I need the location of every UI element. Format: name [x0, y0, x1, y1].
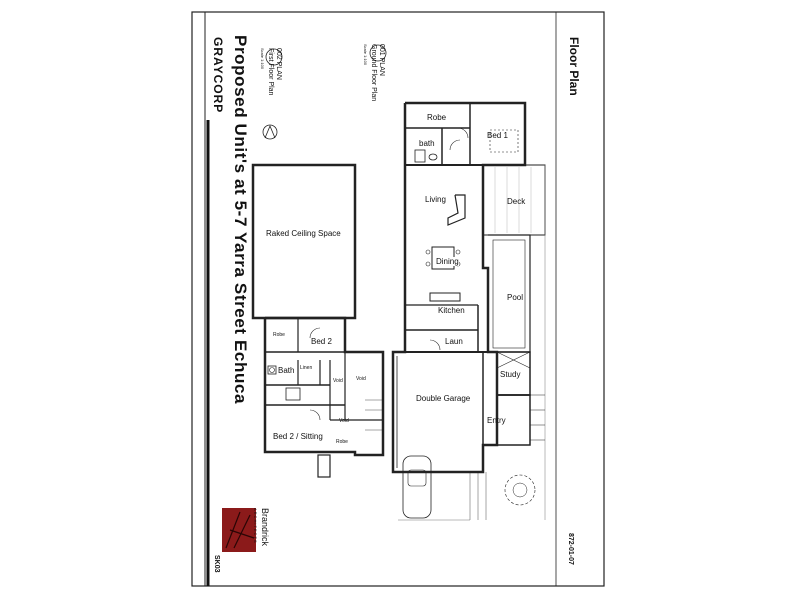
raked-ceiling-outline	[251, 163, 357, 320]
architect-subtitle: ARCHITECTS	[253, 508, 258, 544]
room-label-linen: Linen	[300, 365, 313, 371]
bath-door-swing	[449, 139, 461, 151]
front-steps	[469, 472, 487, 520]
room-label-dining: Dining	[436, 257, 459, 266]
room-label-bed-2: Bed 2	[311, 337, 332, 346]
room-label-study: Study	[500, 370, 521, 379]
room-label-void-2: Void	[356, 376, 366, 382]
ground-view-name: Ground Floor Plan	[370, 44, 377, 102]
architect-name: Brandrick	[260, 508, 270, 547]
car-outline	[402, 455, 432, 519]
first-view-name: First Floor Plan	[267, 48, 274, 96]
first-view-scale: Scale 1:100	[260, 48, 265, 70]
room-label-living: Living	[425, 195, 446, 204]
room-label-robe-first-2: Robe	[336, 439, 348, 445]
entry-steps	[530, 394, 545, 441]
room-label-bath: bath	[419, 139, 435, 148]
ground-view-title: 001 PLAN Ground Floor Plan Scale 1:100	[361, 44, 385, 101]
room-label-laun: Laun	[445, 337, 463, 346]
ground-view-marker	[369, 44, 387, 62]
toilet	[428, 153, 438, 161]
room-label-void-3: Void	[339, 418, 349, 424]
kitchen-bench	[447, 194, 466, 226]
drawing-number: 872-01-07	[567, 533, 574, 565]
project-title: Proposed Unit's at 5-7 Yarra Street Echu…	[231, 35, 250, 405]
tree-symbol	[504, 474, 536, 506]
ground-view-label: PLAN	[378, 57, 385, 76]
room-label-deck: Deck	[507, 197, 526, 206]
bed1-bed	[489, 129, 519, 153]
ground-view-number: 001	[378, 44, 385, 56]
balcony-stub	[317, 454, 331, 478]
room-label-void-1: Void	[333, 378, 343, 384]
first-view-number: 002	[275, 48, 282, 60]
room-label-bed-2-sitting: Bed 2 / Sitting	[273, 432, 323, 441]
bed1-door-swing	[457, 127, 469, 139]
pool-outline	[488, 234, 531, 353]
stair-treads	[365, 399, 383, 431]
kitchen-island	[429, 292, 461, 302]
brandrick-logo	[222, 508, 256, 552]
room-label-robe-first: Robe	[273, 332, 285, 338]
first-view-label: PLAN	[275, 61, 282, 80]
sheet-title: Floor Plan	[567, 37, 581, 96]
room-label-bed-1: Bed 1	[487, 131, 508, 140]
room-label-pool: Pool	[507, 293, 524, 302]
room-label-robe: Robe	[427, 113, 447, 122]
room-label-kitchen: Kitchen	[438, 306, 465, 315]
deck-boards	[494, 167, 532, 233]
pool-inner	[492, 239, 526, 349]
car-windscreen	[407, 469, 427, 487]
first-floor-outer-walls	[263, 316, 385, 457]
first-view-marker	[265, 48, 283, 66]
entry-room	[496, 394, 531, 446]
sheet-ref: SK03	[213, 555, 220, 573]
shower	[414, 149, 426, 163]
laundry-door-swing	[429, 339, 441, 351]
sheet-border	[191, 11, 605, 587]
north-point-icon	[262, 124, 278, 140]
room-label-bath-first: Bath	[278, 366, 295, 375]
first-view-title: 002 PLAN First Floor Plan Scale 1:100	[258, 48, 282, 95]
room-label-double-garage: Double Garage	[416, 394, 471, 403]
first-floor-plan	[251, 163, 385, 478]
company-name: GRAYCORP	[211, 37, 225, 114]
room-label-entry: Entry	[487, 416, 506, 425]
room-label-raked-ceiling-space: Raked Ceiling Space	[266, 229, 341, 238]
ground-view-scale: Scale 1:100	[363, 44, 368, 66]
ground-floor-plan	[391, 101, 546, 521]
